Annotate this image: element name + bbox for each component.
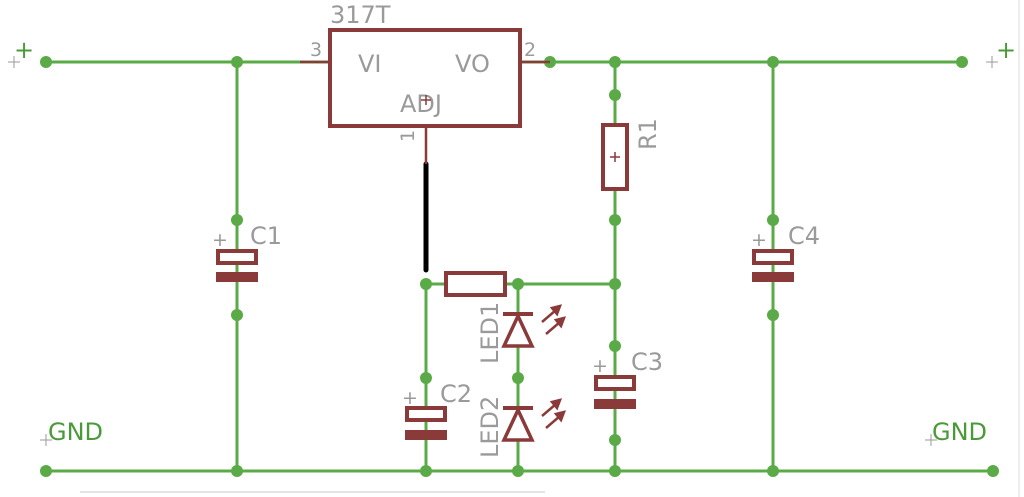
r1-label: R1 — [634, 118, 662, 150]
junction-dot[interactable] — [609, 340, 621, 352]
regulator-pin-num-in: 3 — [310, 39, 322, 61]
capacitor-c2[interactable]: + C2 — [402, 380, 472, 440]
regulator-317t[interactable]: 317T VI VO ADJ 3 2 1 — [300, 1, 550, 142]
regulator-pin-vo-label: VO — [455, 50, 490, 78]
c2-polarity-mark: + — [402, 387, 418, 409]
supply-plus-right-origin — [986, 56, 998, 68]
regulator-pin-num-out: 2 — [524, 39, 536, 61]
capacitor-c1[interactable]: + C1 — [212, 222, 282, 282]
junction-dot[interactable] — [767, 465, 779, 477]
c1-polarity-mark: + — [212, 229, 228, 251]
led2-label: LED2 — [476, 396, 504, 458]
supply-gnd-left-origin — [40, 434, 52, 446]
junction-dot[interactable] — [609, 56, 621, 68]
regulator-pin-num-adj: 1 — [397, 130, 419, 142]
junction-dot[interactable] — [767, 214, 779, 226]
junctions — [40, 56, 999, 477]
junction-dot[interactable] — [767, 56, 779, 68]
r1-origin-cross — [610, 152, 620, 162]
led1-emission-arrows — [541, 304, 567, 335]
regulator-pin-adj-label: ADJ — [400, 90, 442, 118]
junction-dot[interactable] — [609, 214, 621, 226]
c3-label: C3 — [631, 348, 663, 376]
led1[interactable]: LED1 — [476, 302, 567, 364]
supply-gnd-left-label: GND — [48, 418, 103, 446]
resistor-horizontal[interactable] — [444, 271, 507, 297]
supply-gnd-right[interactable]: GND — [925, 418, 987, 446]
supply-plus-left-label: + — [14, 36, 34, 64]
led2[interactable]: LED2 — [476, 396, 567, 458]
regulator-origin-cross — [421, 95, 431, 105]
junction-dot[interactable] — [609, 278, 621, 290]
supply-plus-left[interactable]: + — [8, 36, 34, 68]
c4-label: C4 — [788, 222, 820, 250]
c3-polarity-mark: + — [592, 355, 608, 377]
regulator-pin-vi-label: VI — [358, 50, 382, 78]
junction-dot[interactable] — [420, 465, 432, 477]
junction-dot[interactable] — [231, 56, 243, 68]
junction-dot[interactable] — [512, 278, 524, 290]
c2-label: C2 — [440, 380, 472, 408]
capacitor-c3[interactable]: + C3 — [592, 348, 663, 409]
junction-dot[interactable] — [231, 309, 243, 321]
junction-dot[interactable] — [609, 434, 621, 446]
supply-plus-left-origin — [8, 56, 20, 68]
led1-label: LED1 — [476, 302, 504, 364]
junction-dot[interactable] — [40, 56, 52, 68]
junction-dot[interactable] — [609, 89, 621, 101]
junction-dot[interactable] — [420, 278, 432, 290]
c1-label: C1 — [250, 222, 282, 250]
junction-dot[interactable] — [512, 372, 524, 384]
capacitor-c4[interactable]: + C4 — [751, 222, 820, 282]
supply-plus-right[interactable]: + — [986, 36, 1016, 68]
resistor-r1[interactable]: R1 — [601, 118, 662, 191]
supply-gnd-right-origin — [925, 434, 937, 446]
junction-dot[interactable] — [956, 56, 968, 68]
supply-gnd-right-label: GND — [932, 418, 987, 446]
c4-polarity-mark: + — [751, 229, 767, 251]
regulator-name: 317T — [330, 1, 391, 29]
supply-plus-right-label: + — [996, 36, 1016, 64]
junction-dot[interactable] — [231, 465, 243, 477]
led2-emission-arrows — [541, 398, 567, 429]
junction-dot[interactable] — [40, 465, 52, 477]
supply-gnd-left[interactable]: GND — [40, 418, 103, 446]
junction-dot[interactable] — [767, 309, 779, 321]
junction-dot[interactable] — [420, 372, 432, 384]
junction-dot[interactable] — [512, 465, 524, 477]
junction-dot[interactable] — [609, 465, 621, 477]
junction-dot[interactable] — [987, 465, 999, 477]
junction-dot[interactable] — [231, 214, 243, 226]
